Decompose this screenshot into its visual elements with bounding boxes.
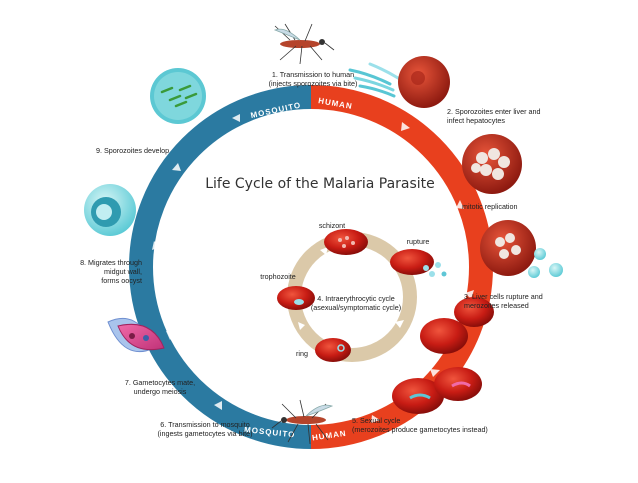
step-3-label: 3. Liver cells rupture and merozoites re… xyxy=(464,292,543,310)
mosquito-bottom-icon xyxy=(271,399,334,445)
step-6-label: 6. Transmission to mosquito (ingests gam… xyxy=(130,420,280,438)
mitotic-line1: mitotic replication xyxy=(462,202,518,211)
schizont-cell xyxy=(324,229,368,255)
sporozoites-icon xyxy=(348,62,400,98)
step-8-line1: 8. Migrates through xyxy=(80,258,142,267)
mitotic-replication-label: mitotic replication xyxy=(462,202,518,211)
developing-sporozoites-cell xyxy=(150,68,206,124)
trophozoite-label: trophozoite xyxy=(260,272,296,281)
step-2-line2: infect hepatocytes xyxy=(447,116,505,125)
merozoite-rbcs xyxy=(420,297,494,354)
rupturing-liver-cell xyxy=(480,220,563,278)
schizont-label: schizont xyxy=(318,221,346,230)
ring-stage-label: ring xyxy=(296,349,308,358)
step-4-label: 4. Intraerythrocytic cycle (asexual/symp… xyxy=(306,294,406,312)
mitotic-liver-cell xyxy=(462,134,522,194)
inner-cycle-arrows xyxy=(298,247,404,330)
step-3-line1: 3. Liver cells rupture and xyxy=(464,292,543,301)
step-5-line2: (merozoites produce gametocytes instead) xyxy=(352,425,488,434)
ring-arrows-human xyxy=(371,122,474,423)
step-5-label: 5. Sexual cycle (merozoites produce game… xyxy=(352,416,488,434)
step-8-line2: midgut wall, xyxy=(104,267,142,276)
step-5-line1: 5. Sexual cycle xyxy=(352,416,401,425)
step-6-line1: 6. Transmission to mosquito xyxy=(160,420,250,429)
step-2-label: 2. Sporozoites enter liver and infect he… xyxy=(447,107,541,125)
gametocytes-mating-icon xyxy=(107,317,165,353)
step-1-label: 1. Transmission to human (injects sporoz… xyxy=(238,70,388,88)
gametocyte-rbcs xyxy=(392,367,482,414)
step-7-line1: 7. Gametocytes mate, xyxy=(124,378,196,387)
step-9-label: 9. Sporozoites develop xyxy=(96,146,169,155)
diagram-title: Life Cycle of the Malaria Parasite xyxy=(205,176,435,192)
step-4-line2: (asexual/symptomatic cycle) xyxy=(310,303,402,312)
trophozoite-cell xyxy=(277,286,315,310)
step-2-line1: 2. Sporozoites enter liver and xyxy=(447,107,541,116)
step-3-line2: merozoites released xyxy=(464,301,529,310)
step-6-line2: (ingests gametocytes via bite) xyxy=(157,429,253,438)
hepatocyte-cell xyxy=(398,56,450,108)
step-4-line1: 4. Intraerythrocytic cycle xyxy=(317,294,395,303)
mosquito-arc xyxy=(129,85,312,449)
step-7-line2: undergo meiosis xyxy=(133,387,187,396)
ring-arrows-mosquito xyxy=(152,114,240,410)
step-9-line1: 9. Sporozoites develop xyxy=(96,146,170,155)
step-1-line2: (injects sporozoites via bite) xyxy=(268,79,358,88)
oocyst-cell xyxy=(84,184,136,236)
step-1-line1: 1. Transmission to human xyxy=(271,70,355,79)
step-8-label: 8. Migrates through midgut wall, forms o… xyxy=(62,258,142,285)
step-7-label: 7. Gametocytes mate, undergo meiosis xyxy=(110,378,210,396)
ring-cell xyxy=(315,338,351,362)
human-arc xyxy=(310,85,493,449)
rupture-cell xyxy=(390,249,447,277)
mosquito-top-icon xyxy=(273,23,335,65)
rupture-label: rupture xyxy=(406,237,430,246)
step-8-line3: forms oocyst xyxy=(101,276,142,285)
